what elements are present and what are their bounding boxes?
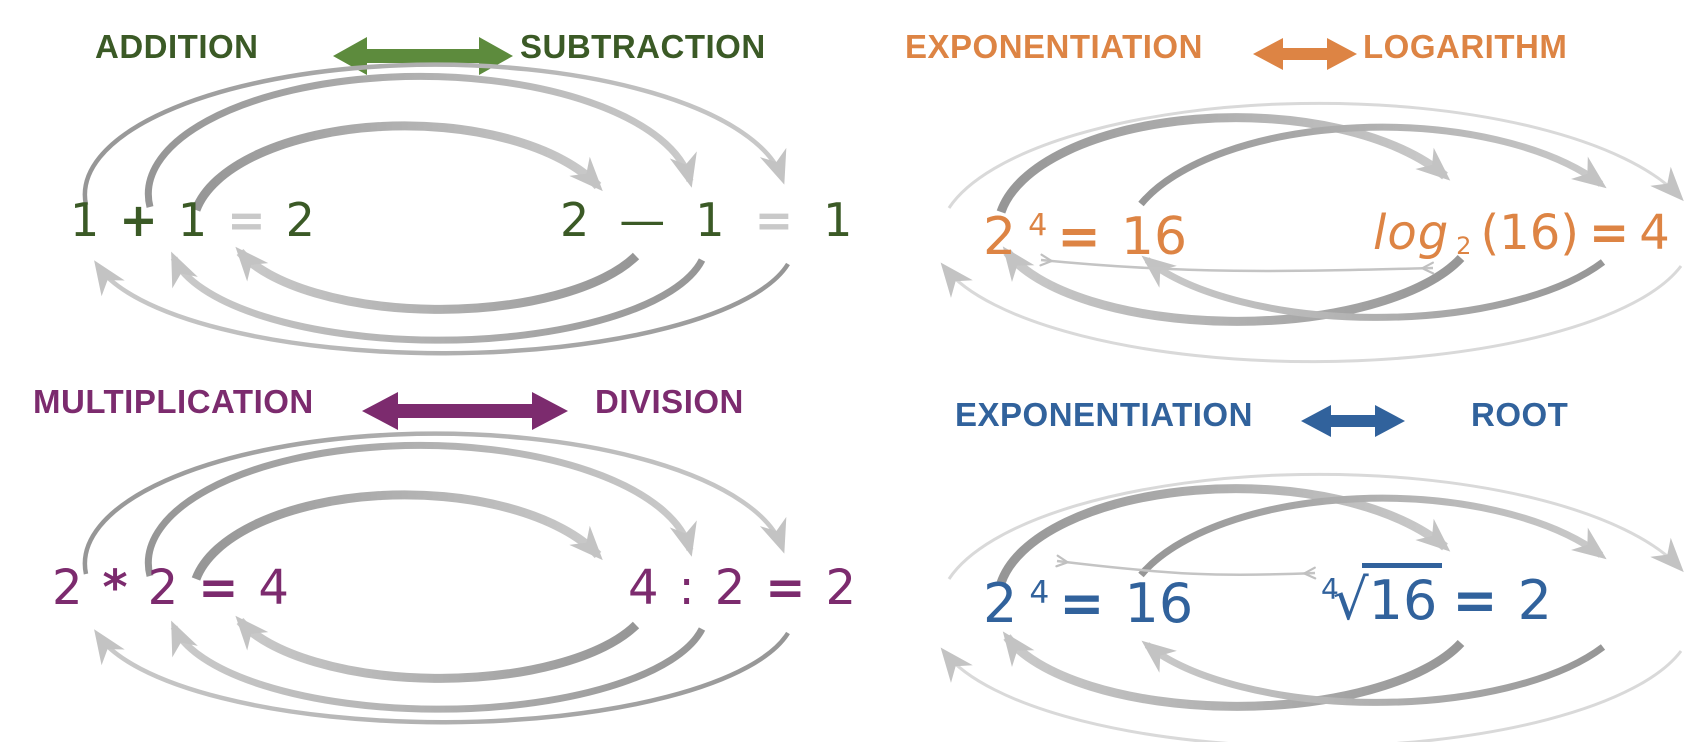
cyclic-arrows-graphic — [82, 62, 790, 356]
eq-result: 16 — [1124, 572, 1194, 635]
double-arrow-icon — [1301, 405, 1405, 437]
equation-left: 2 * 2 = 4 — [52, 560, 299, 616]
eq-equals: = — [754, 193, 794, 247]
eq-log-base: 2 — [1456, 232, 1472, 261]
double-arrow-icon — [333, 37, 513, 75]
eq-term: 2 — [52, 560, 83, 616]
eq-term: 2 — [714, 560, 746, 616]
eq-term: 1 — [177, 193, 208, 247]
eq-equals: = — [1588, 205, 1630, 261]
eq-result: 2 — [285, 193, 315, 247]
eq-equals: = — [1452, 569, 1498, 632]
operation-label-left: EXPONENTIATION — [905, 28, 1203, 65]
eq-term: 2 — [147, 560, 179, 616]
cyclic-arrows-graphic — [940, 101, 1684, 364]
eq-result: 4 — [258, 560, 289, 616]
operation-label-right: ROOT — [1471, 396, 1569, 433]
operation-label-left: EXPONENTIATION — [955, 396, 1253, 433]
eq-result: 2 — [825, 560, 857, 616]
eq-exponent: 4 — [1029, 574, 1050, 611]
mapping-arrow-icon — [1057, 561, 1315, 575]
cyclic-arrows-graphic — [82, 431, 790, 725]
eq-function: log — [1373, 205, 1450, 261]
eq-term: 1 — [70, 193, 100, 247]
eq-equals: = — [1057, 207, 1101, 267]
eq-operator: — — [619, 193, 666, 247]
radical-sign: √ — [1332, 568, 1369, 633]
eq-equals: = — [765, 560, 806, 616]
equation-right: 4√16= 2 — [1321, 563, 1562, 634]
double-arrow-icon — [1253, 38, 1357, 70]
eq-term: 1 — [695, 193, 725, 247]
operation-label-left: ADDITION — [95, 28, 259, 65]
eq-result: 1 — [823, 193, 853, 247]
equation-right: 2 — 1 = 1 — [545, 194, 867, 247]
eq-result: 16 — [1120, 207, 1188, 267]
eq-argument: (16) — [1480, 205, 1579, 261]
eq-equals: = — [198, 560, 239, 616]
eq-operator: * — [102, 560, 128, 616]
eq-result: 2 — [1517, 569, 1552, 632]
eq-base: 2 — [983, 207, 1017, 267]
eq-operator: + — [119, 193, 158, 247]
eq-radicand: 16 — [1361, 563, 1443, 632]
operation-label-right: DIVISION — [595, 383, 744, 420]
eq-result: 4 — [1639, 205, 1670, 261]
operation-label-right: SUBTRACTION — [520, 28, 766, 65]
eq-base: 2 — [983, 572, 1018, 635]
eq-term: 2 — [560, 193, 590, 247]
cyclic-arrows-graphic — [940, 472, 1684, 742]
eq-exponent: 4 — [1028, 208, 1048, 244]
double-arrow-icon — [362, 392, 568, 430]
panel-addition-subtraction: ADDITION SUBTRACTION 1 +1 = 2 2 — 1 = 1 — [0, 0, 853, 371]
operation-label-right: LOGARITHM — [1363, 28, 1568, 65]
panel-multiplication-division: MULTIPLICATION DIVISION 2*2=4 4:2=2 — [0, 371, 856, 742]
eq-equals: = — [1059, 572, 1105, 635]
eq-equals: = — [227, 193, 266, 247]
operation-label-left: MULTIPLICATION — [33, 383, 314, 420]
equation-right: 4:2=2 — [628, 560, 866, 616]
eq-operator: : — [678, 560, 695, 616]
eq-term: 4 — [628, 560, 659, 616]
mapping-arrow-icon — [1041, 260, 1433, 271]
eq-root-index: 4 — [1321, 572, 1339, 606]
equation-left: 1 +1 = 2 — [70, 194, 325, 247]
